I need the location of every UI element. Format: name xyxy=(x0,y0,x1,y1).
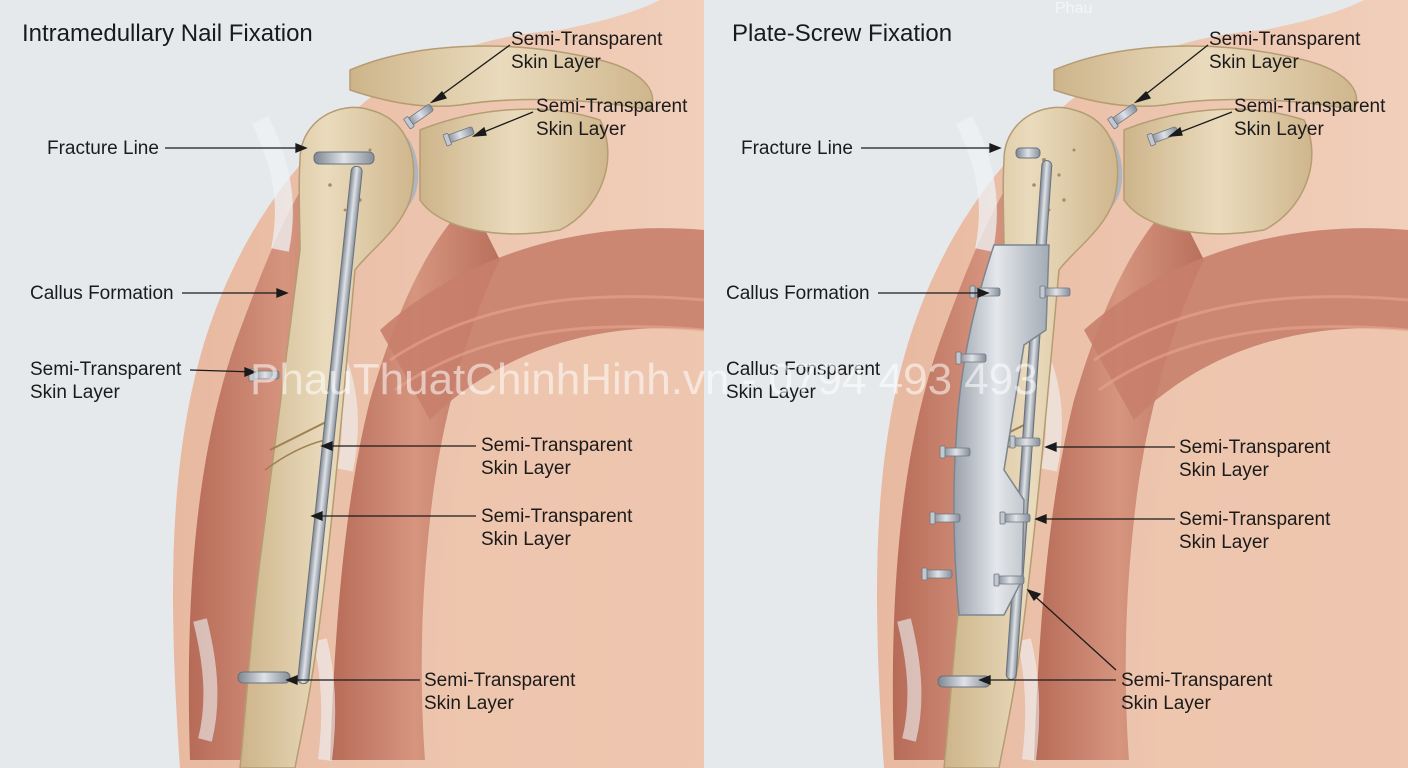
panel-plate-screw xyxy=(877,0,1408,768)
leader-lines xyxy=(165,44,1233,685)
panel-title-nail: Intramedullary Nail Fixation xyxy=(22,20,313,47)
label-skin-layer-2: Semi-Transparent Skin Layer xyxy=(536,96,688,140)
panel-title-plate: Plate-Screw Fixation xyxy=(732,20,953,47)
label-skin-layer-6: Semi-Transparent Skin Layer xyxy=(424,670,576,714)
label-skin-layer-11: Semi-Transparent Skin Layer xyxy=(1121,670,1273,714)
nail-bottom-screw xyxy=(237,671,291,684)
label-callus-formation: Callus Formation xyxy=(30,283,174,304)
watermark-corner: Phau xyxy=(1055,0,1093,17)
label-callus-overlap: Callus Fonsparent Skin Layer xyxy=(726,359,881,403)
nail-top-screw xyxy=(313,151,375,165)
label-skin-layer-1: Semi-Transparent Skin Layer xyxy=(511,29,663,73)
bone-plate xyxy=(953,244,1050,616)
label-skin-layer-4: Semi-Transparent Skin Layer xyxy=(481,435,633,479)
label-skin-layer-8: Semi-Transparent Skin Layer xyxy=(1234,96,1386,140)
intramedullary-nail xyxy=(297,165,363,685)
label-skin-layer-10: Semi-Transparent Skin Layer xyxy=(1179,509,1331,553)
label-fracture-line-2: Fracture Line xyxy=(741,138,853,159)
label-callus-formation-2: Callus Formation xyxy=(726,283,870,304)
label-skin-layer-3: Semi-Transparent Skin Layer xyxy=(30,359,182,403)
label-fracture-line: Fracture Line xyxy=(47,138,159,159)
label-skin-layer-5: Semi-Transparent Skin Layer xyxy=(481,506,633,550)
label-skin-layer-9: Semi-Transparent Skin Layer xyxy=(1179,437,1331,481)
panel-intramedullary xyxy=(173,0,704,768)
watermark-text: PhauThuatChinhHinh.vn - 0794 493 493 xyxy=(250,355,1038,404)
label-skin-layer-7: Semi-Transparent Skin Layer xyxy=(1209,29,1361,73)
